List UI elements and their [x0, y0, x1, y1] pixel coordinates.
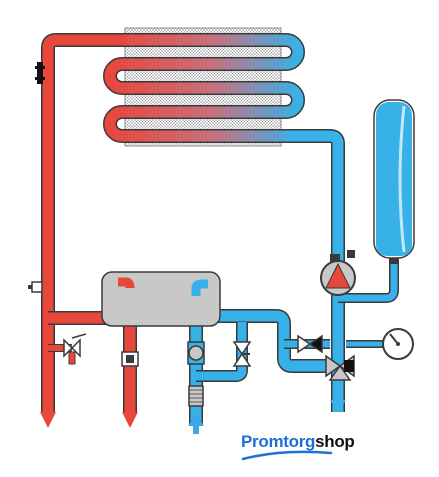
brand-swoosh-icon [241, 450, 333, 461]
flow-switch-icon [121, 351, 139, 367]
brand-logo: Promtorgshop [241, 432, 355, 452]
hot-pipes [41, 33, 137, 412]
temperature-sensor-icon [28, 281, 43, 293]
filter-icon [188, 385, 204, 407]
pump-icon [320, 254, 356, 296]
return-outlet-arrow [330, 400, 346, 412]
brand-name-part-2: shop [315, 432, 355, 451]
bypass-valve-icon [232, 341, 252, 367]
brand-name-part-1: Promtorg [241, 432, 316, 451]
pressure-gauge-icon [382, 328, 414, 360]
flow-sensor-icon [187, 341, 205, 365]
temperature-sensor-icon [347, 250, 355, 258]
plate-heat-exchanger [101, 271, 221, 327]
safety-valve-icon [63, 333, 87, 365]
temperature-sensor-icon [35, 62, 45, 84]
heat-exchanger-coil [103, 27, 305, 147]
cold-pipes [189, 129, 399, 426]
check-valve-icon [297, 334, 323, 354]
expansion-tank [373, 99, 415, 264]
hot-outlet-arrow [40, 404, 56, 428]
cold-inlet-arrow [188, 412, 204, 434]
dhw-outlet-arrow [122, 404, 138, 428]
three-way-valve-icon [325, 354, 355, 381]
